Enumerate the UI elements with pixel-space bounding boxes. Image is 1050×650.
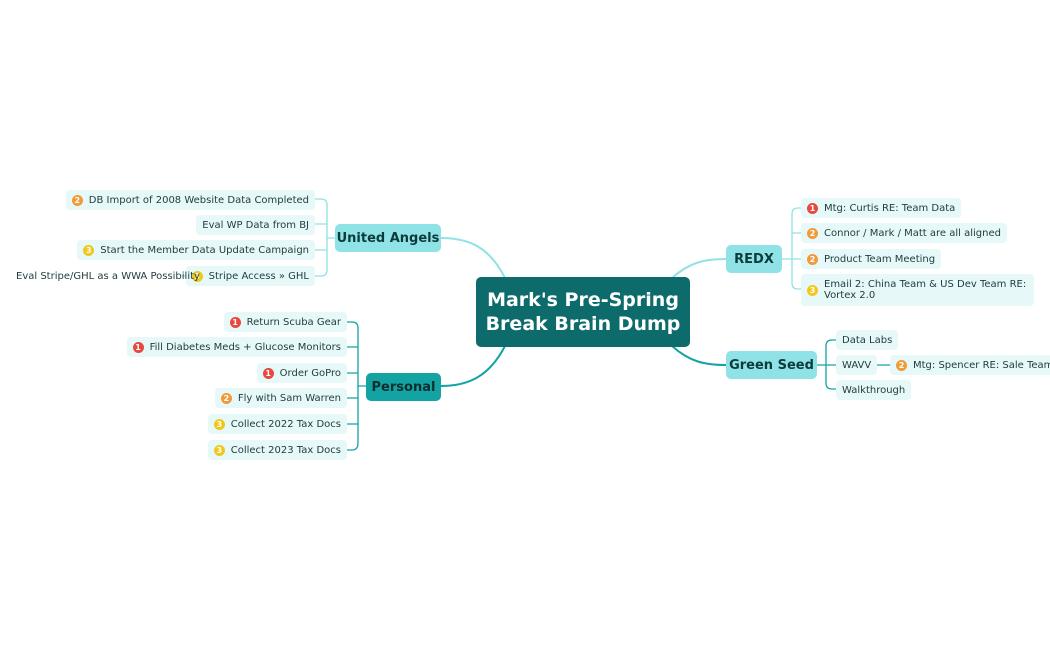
subtopic-eval-stripe-ghl[interactable]: Eval Stripe/GHL as a WWA Possibility (12, 266, 204, 286)
topic-tax-docs-2023[interactable]: 3 Collect 2023 Tax Docs (207, 440, 347, 460)
priority-3-icon: 3 (213, 418, 225, 430)
branch-green-seed[interactable]: Green Seed (726, 351, 817, 379)
topic-eval-wp-data[interactable]: Eval WP Data from BJ (196, 215, 315, 235)
central-topic-line1: Mark's Pre-Spring (487, 289, 679, 311)
priority-2-icon: 2 (896, 359, 907, 371)
topic-fly-with-sam[interactable]: 2 Fly with Sam Warren (214, 388, 347, 408)
priority-2-icon: 2 (71, 194, 83, 206)
topic-team-aligned[interactable]: 2 Connor / Mark / Matt are all aligned (801, 223, 1007, 243)
topic-data-labs[interactable]: Data Labs (836, 330, 899, 350)
topic-text: Connor / Mark / Matt are all aligned (824, 227, 1001, 239)
topic-text: Eval WP Data from BJ (202, 219, 309, 231)
topic-order-gopro[interactable]: 1 Order GoPro (256, 363, 347, 383)
topic-text: Email 2: China Team & US Dev Team RE: Vo… (824, 279, 1027, 301)
topic-text: DB Import of 2008 Website Data Completed (88, 194, 309, 206)
branch-label: Green Seed (729, 357, 814, 373)
priority-3-icon: 3 (213, 444, 225, 456)
topic-fill-diabetes-meds[interactable]: 1 Fill Diabetes Meds + Glucose Monitors (126, 337, 347, 357)
branch-label: United Angels (336, 230, 440, 246)
topic-text: Product Team Meeting (824, 253, 936, 265)
topic-return-scuba-gear[interactable]: 1 Return Scuba Gear (223, 312, 347, 332)
topic-text: Start the Member Data Update Campaign (100, 244, 309, 256)
branch-personal[interactable]: Personal (366, 373, 441, 401)
priority-1-icon: 1 (132, 341, 144, 353)
topic-product-team-meeting[interactable]: 2 Product Team Meeting (801, 249, 942, 269)
topic-text: Fill Diabetes Meds + Glucose Monitors (149, 341, 341, 353)
topic-text: Return Scuba Gear (246, 316, 341, 328)
topic-text: Stripe Access » GHL (208, 270, 309, 282)
topic-text: Collect 2022 Tax Docs (230, 418, 341, 430)
topic-text: Eval Stripe/GHL as a WWA Possibility (16, 270, 200, 282)
topic-wavv[interactable]: WAVV (836, 355, 878, 375)
link-central-redx (671, 258, 727, 279)
priority-1-icon: 1 (807, 202, 818, 214)
topic-text: Order GoPro (279, 367, 341, 379)
priority-3-icon: 3 (807, 284, 818, 296)
branch-label: REDX (734, 251, 774, 267)
topic-text: Mtg: Curtis RE: Team Data (824, 202, 956, 214)
topic-email-china-team[interactable]: 3 Email 2: China Team & US Dev Team RE: … (801, 274, 1034, 306)
link-central-personal (440, 345, 506, 387)
topic-tax-docs-2022[interactable]: 3 Collect 2022 Tax Docs (207, 414, 347, 434)
branch-redx[interactable]: REDX (726, 245, 782, 273)
link-central-united-angels (440, 237, 506, 279)
topic-text: Data Labs (842, 334, 893, 346)
priority-2-icon: 2 (807, 227, 818, 239)
priority-1-icon: 1 (262, 367, 274, 379)
priority-2-icon: 2 (220, 392, 232, 404)
central-topic-line2: Break Brain Dump (485, 313, 681, 335)
topic-mtg-curtis[interactable]: 1 Mtg: Curtis RE: Team Data (801, 198, 962, 218)
priority-3-icon: 3 (191, 270, 203, 282)
topic-text: WAVV (842, 359, 872, 371)
topic-text: Walkthrough (842, 384, 906, 396)
topic-member-data-campaign[interactable]: 3 Start the Member Data Update Campaign (77, 240, 315, 260)
branch-united-angels[interactable]: United Angels (335, 224, 441, 252)
topic-text: Fly with Sam Warren (237, 392, 341, 404)
topic-stripe-access[interactable]: 3 Stripe Access » GHL (185, 266, 315, 286)
topic-walkthrough[interactable]: Walkthrough (836, 380, 912, 400)
link-central-green-seed (671, 345, 727, 366)
topic-text: Mtg: Spencer RE: Sale Team (913, 359, 1050, 371)
subtopic-mtg-spencer[interactable]: 2 Mtg: Spencer RE: Sale Team (890, 355, 1050, 375)
priority-1-icon: 1 (229, 316, 241, 328)
topic-db-import[interactable]: 2 DB Import of 2008 Website Data Complet… (65, 190, 315, 210)
topic-text: Collect 2023 Tax Docs (230, 444, 341, 456)
branch-label: Personal (371, 379, 436, 395)
central-topic[interactable]: Mark's Pre-Spring Break Brain Dump (476, 277, 690, 347)
priority-2-icon: 2 (807, 253, 818, 265)
priority-3-icon: 3 (83, 244, 95, 256)
